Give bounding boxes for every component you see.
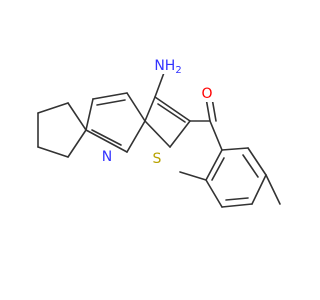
molecule-structure: NH2 O N S: [37, 57, 281, 208]
carbonyl-group: [189, 97, 223, 151]
cyclopentane-ring: [37, 102, 87, 158]
thiophene-ring: [144, 96, 191, 148]
sulfur-text: S: [153, 151, 162, 167]
para-methyl: [265, 174, 281, 205]
pyridine-ring: [85, 92, 146, 153]
nitrogen-text: N: [102, 149, 112, 165]
nitrogen-label: N: [100, 149, 114, 165]
amino-label: NH2: [154, 57, 187, 76]
oxygen-text: O: [201, 86, 212, 102]
sulfur-label: S: [150, 151, 164, 167]
dimethylphenyl-ring: [205, 147, 267, 208]
oxygen-label: O: [200, 86, 214, 102]
amino-bond: [154, 69, 166, 98]
ortho-methyl: [179, 171, 207, 181]
amino-text: NH2: [154, 58, 181, 76]
